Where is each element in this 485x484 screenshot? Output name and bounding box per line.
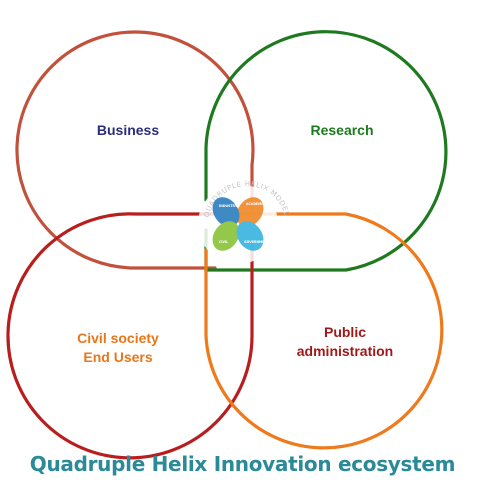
logo-leaf-academia <box>212 197 240 227</box>
research-petal <box>204 30 448 272</box>
business-petal <box>15 30 255 270</box>
public-administration-petal <box>204 212 444 450</box>
civil-society-petal <box>6 212 254 460</box>
public-administration-label-line1: Public <box>324 324 366 340</box>
civil-society-label-line2: End Users <box>83 349 152 365</box>
quadruple-helix-logo: QUADRUPLE HELIX MODEL INDUSTRY ACADEMIA … <box>198 180 290 264</box>
logo-leaf-industry <box>236 197 264 227</box>
civil-society-label-line1: Civil society <box>77 330 159 346</box>
diagram-caption: Quadruple Helix Innovation ecosystem <box>29 452 456 476</box>
logo-mini-label-academia: ACADEMIA <box>246 202 265 206</box>
logo-mini-label-civil: CIVIL <box>219 240 228 244</box>
business-label: Business <box>97 122 159 138</box>
logo-leaf-government <box>236 221 264 251</box>
logo-leaf-civil <box>212 221 240 251</box>
logo-mini-label-government: GOVERNMENT <box>244 240 270 244</box>
research-label: Research <box>310 122 373 138</box>
logo-mini-label-industry: INDUSTRY <box>219 204 238 208</box>
public-administration-label-line2: administration <box>297 343 393 359</box>
